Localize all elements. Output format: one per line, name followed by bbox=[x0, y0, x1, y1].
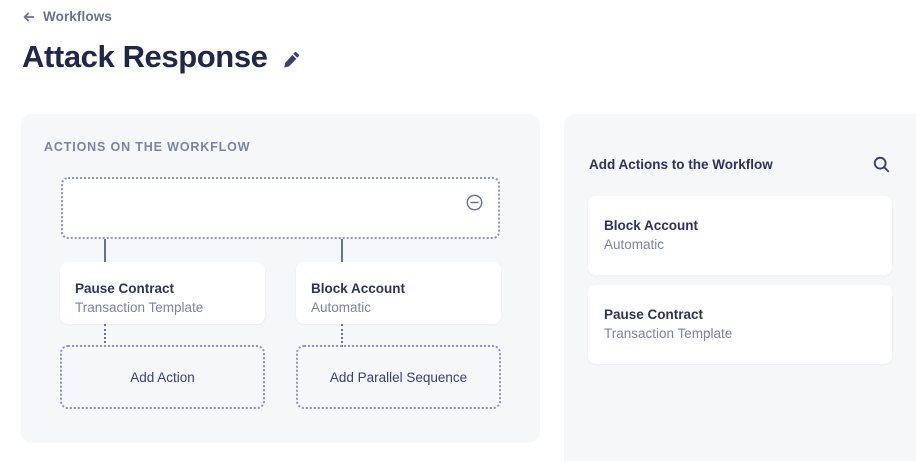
flow-node-title: Block Account bbox=[311, 281, 406, 296]
flow-node-card[interactable]: Block Account Automatic bbox=[296, 262, 501, 324]
connector-trigger-to-node-1 bbox=[104, 239, 106, 264]
add-parallel-sequence-label: Add Parallel Sequence bbox=[329, 369, 468, 385]
page-title: Attack Response bbox=[22, 39, 268, 74]
palette-title: Add Actions to the Workflow bbox=[589, 157, 773, 172]
flow-node-card[interactable]: Pause Contract Transaction Template bbox=[60, 262, 265, 324]
add-parallel-sequence-button[interactable]: Add Parallel Sequence bbox=[296, 345, 501, 409]
flow-node-subtitle: Automatic bbox=[311, 300, 372, 315]
trigger-node[interactable] bbox=[61, 177, 500, 239]
arrow-left-icon bbox=[22, 10, 36, 24]
palette-item-pause-contract[interactable]: Pause Contract Transaction Template bbox=[588, 285, 892, 364]
breadcrumb-label: Workflows bbox=[43, 9, 112, 24]
add-action-button[interactable]: Add Action bbox=[60, 345, 265, 409]
palette-list: Block Account Automatic Pause Contract T… bbox=[588, 196, 892, 364]
section-label: ACTIONS ON THE WORKFLOW bbox=[44, 140, 251, 154]
palette-item-title: Pause Contract bbox=[604, 307, 704, 322]
workflow-canvas-panel: ACTIONS ON THE WORKFLOW Pause Contract T… bbox=[21, 114, 540, 443]
flow-node-title: Pause Contract bbox=[75, 281, 175, 296]
connector-node-2-to-add-parallel bbox=[341, 324, 343, 347]
connector-node-1-to-add-action bbox=[104, 324, 106, 347]
add-action-label: Add Action bbox=[130, 369, 195, 385]
palette-header: Add Actions to the Workflow bbox=[589, 155, 891, 174]
flow-node-subtitle: Transaction Template bbox=[75, 300, 204, 315]
minus-circle-icon[interactable] bbox=[465, 193, 484, 212]
title-row: Attack Response bbox=[22, 37, 300, 77]
palette-item-subtitle: Transaction Template bbox=[604, 326, 733, 341]
breadcrumb-back-workflows[interactable]: Workflows bbox=[22, 9, 112, 24]
search-icon[interactable] bbox=[872, 155, 891, 174]
palette-item-subtitle: Automatic bbox=[604, 237, 665, 252]
palette-item-block-account[interactable]: Block Account Automatic bbox=[588, 196, 892, 275]
pencil-icon[interactable] bbox=[282, 51, 300, 69]
palette-item-title: Block Account bbox=[604, 218, 699, 233]
actions-palette-panel: Add Actions to the Workflow Block Accoun… bbox=[564, 114, 916, 461]
connector-trigger-to-node-2 bbox=[341, 239, 343, 264]
